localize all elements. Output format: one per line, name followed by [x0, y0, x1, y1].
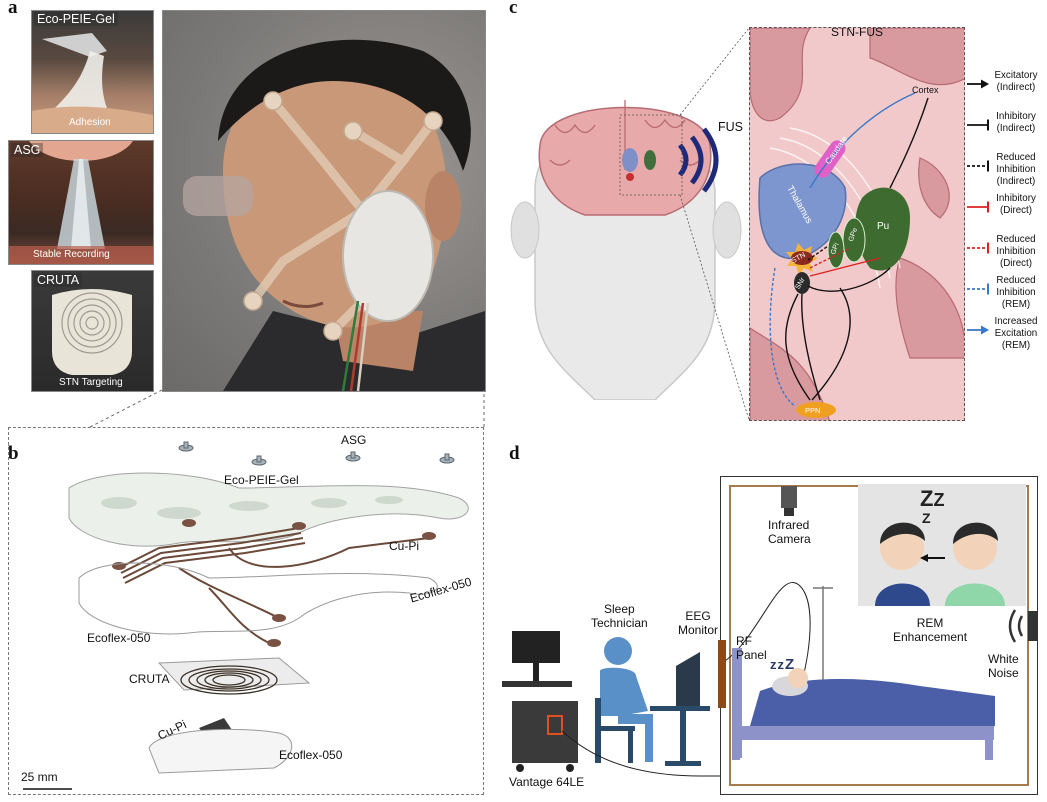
zzz-icon: ZZ — [920, 486, 945, 511]
adhesion-gel-drawing — [32, 33, 153, 133]
asg-photo-caption: Stable Recording — [33, 249, 110, 260]
adhesion-photo-caption: Adhesion — [69, 117, 111, 128]
rem-enhancement-label: REM Enhancement — [893, 616, 968, 644]
legend-text-2: Reduced Inhibition (Indirect) — [996, 152, 1036, 187]
rem-enhancement-figures — [875, 522, 1005, 606]
face-illustration — [183, 39, 485, 391]
pathway-legend: Excitatory (Indirect) Inhibitory (Indirec… — [966, 70, 1047, 360]
legend-symbol-3 — [967, 201, 989, 213]
legend-symbol-2 — [967, 160, 989, 172]
fus-wave-icon — [677, 127, 719, 193]
pu-label: Pu — [877, 221, 890, 232]
panel-label-a: a — [8, 0, 18, 18]
infrared-camera-icon — [781, 486, 797, 516]
asg-photo: ASG Stable Recording — [8, 140, 154, 265]
eeg-monitor-label: EEG Monitor — [678, 609, 719, 637]
exploded-view-frame: ASG Eco-PEIE-Gel Cu-Pi Ecoflex-050 Ecofl… — [8, 427, 484, 795]
legend-text-1: Inhibitory (Indirect) — [996, 111, 1036, 134]
exploded-layer-diagram — [23, 441, 469, 790]
zzz-bed-icon: zzZ — [770, 656, 796, 673]
sleep-technician-label: Sleep Technician — [591, 602, 648, 630]
ecoflex-left-label: Ecoflex-050 — [87, 631, 151, 645]
panel-label-c: c — [509, 0, 518, 18]
cruta-photo: CRUTA STN Targeting — [31, 270, 154, 392]
technician-chair — [595, 698, 635, 763]
sleep-lab-scene — [502, 484, 1038, 777]
cupi-top-label: Cu-Pi — [389, 539, 420, 553]
cruta-photo-title: CRUTA — [34, 273, 83, 287]
stn-fus-detail-box: STN-FUS Cortex Caudate Thalamus Pu GPe G… — [749, 27, 965, 421]
white-noise-label: White Noise — [988, 652, 1019, 680]
asg-photo-title: ASG — [11, 143, 44, 157]
ppn-label: PPN — [805, 406, 821, 415]
basal-ganglia-circuit — [750, 28, 964, 420]
cruta-label: CRUTA — [129, 672, 170, 686]
panel-label-b: b — [8, 443, 19, 464]
legend-text-0: Excitatory (Indirect) — [994, 70, 1038, 93]
panel-label-d: d — [509, 443, 520, 464]
asg-pins — [178, 441, 455, 466]
adhesion-photo: Eco-PEIE-Gel Adhesion — [31, 10, 154, 134]
gel-layer-label: Eco-PEIE-Gel — [224, 473, 299, 487]
infrared-camera-label: Infrared Camera — [768, 518, 811, 546]
cruta-photo-caption: STN Targeting — [59, 377, 123, 388]
wearable-face-photo — [162, 10, 486, 392]
zzz-small-icon: Z — [922, 510, 931, 526]
stn-fus-title: STN-FUS — [831, 27, 883, 39]
legend-symbol-4 — [967, 242, 989, 254]
legend-symbol-0 — [967, 79, 989, 89]
legend-symbol-5 — [967, 283, 989, 295]
legend-text-6: Increased Excitation (REM) — [994, 316, 1038, 351]
bed — [732, 648, 995, 760]
scale-bar-label: 25 mm — [21, 770, 58, 784]
vantage-label: Vantage 64LE — [509, 775, 585, 789]
ecoflex-bottom-label: Ecoflex-050 — [279, 748, 343, 762]
cruta-transducer-drawing — [52, 289, 132, 375]
adhesion-photo-title: Eco-PEIE-Gel — [34, 12, 118, 26]
sleep-technician-figure — [600, 637, 653, 762]
stn-burst-icon — [786, 243, 818, 275]
asg-label: ASG — [341, 433, 367, 447]
legend-text-5: Reduced Inhibition (REM) — [996, 275, 1036, 310]
cortex-label: Cortex — [912, 85, 939, 95]
vantage-system-icon — [502, 631, 578, 772]
legend-text-4: Reduced Inhibition (Direct) — [996, 234, 1036, 269]
eeg-monitor-desk — [650, 652, 710, 766]
rf-panel-label: RF Panel — [736, 634, 767, 662]
legend-text-3: Inhibitory (Direct) — [996, 193, 1036, 216]
cruta-coil — [180, 665, 278, 695]
head-brain-illustration — [510, 100, 742, 400]
legend-symbol-1 — [967, 119, 989, 131]
asg-cone-drawing — [9, 141, 153, 264]
rem-excitation-path — [809, 92, 916, 189]
iv-pole — [813, 586, 833, 691]
fus-label: FUS — [718, 120, 743, 134]
white-noise-speaker-icon — [1008, 609, 1038, 643]
legend-symbol-6 — [967, 325, 989, 335]
